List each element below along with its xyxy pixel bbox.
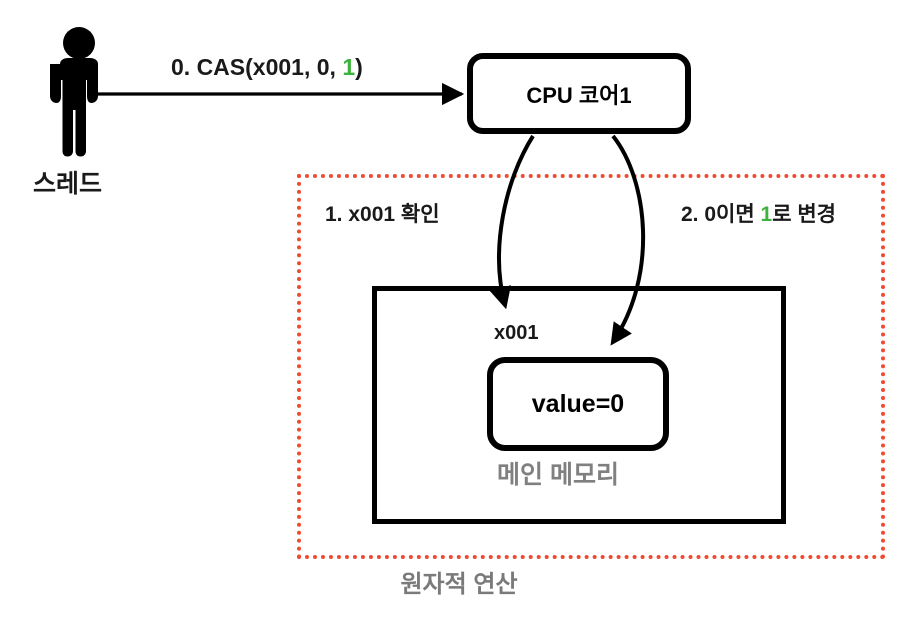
step-2-highlight: 1 [760, 203, 773, 226]
step-1-label: 1. x001 확인 [325, 203, 440, 226]
thread-actor-label: 스레드 [33, 170, 103, 198]
step-2-label: 2. 0이면 1로 변경 [681, 203, 836, 226]
step-1-prefix: 1. x001 확인 [325, 203, 440, 226]
cpu-core-label: CPU 코어1 [526, 82, 632, 108]
person-icon [50, 27, 98, 157]
step-2-suffix: 로 변경 [772, 203, 836, 226]
memory-value-box: value=0 [487, 357, 669, 451]
step-0-suffix: ) [355, 54, 363, 80]
atomic-operation-caption: 원자적 연산 [400, 571, 518, 598]
main-memory-box [372, 286, 786, 524]
step-0-highlight: 1 [342, 54, 356, 80]
step-0-prefix: 0. CAS(x001, 0, [171, 54, 343, 80]
atomic-region-boundary [297, 174, 885, 559]
step-0-cas-label: 0. CAS(x001, 0, 1) [171, 54, 363, 80]
memory-address-label: x001 [494, 322, 539, 344]
step-2-prefix: 2. 0이면 [681, 203, 761, 226]
cpu-core-box: CPU 코어1 [467, 53, 691, 134]
main-memory-label: 메인 메모리 [497, 461, 619, 489]
memory-value-label: value=0 [531, 389, 625, 418]
